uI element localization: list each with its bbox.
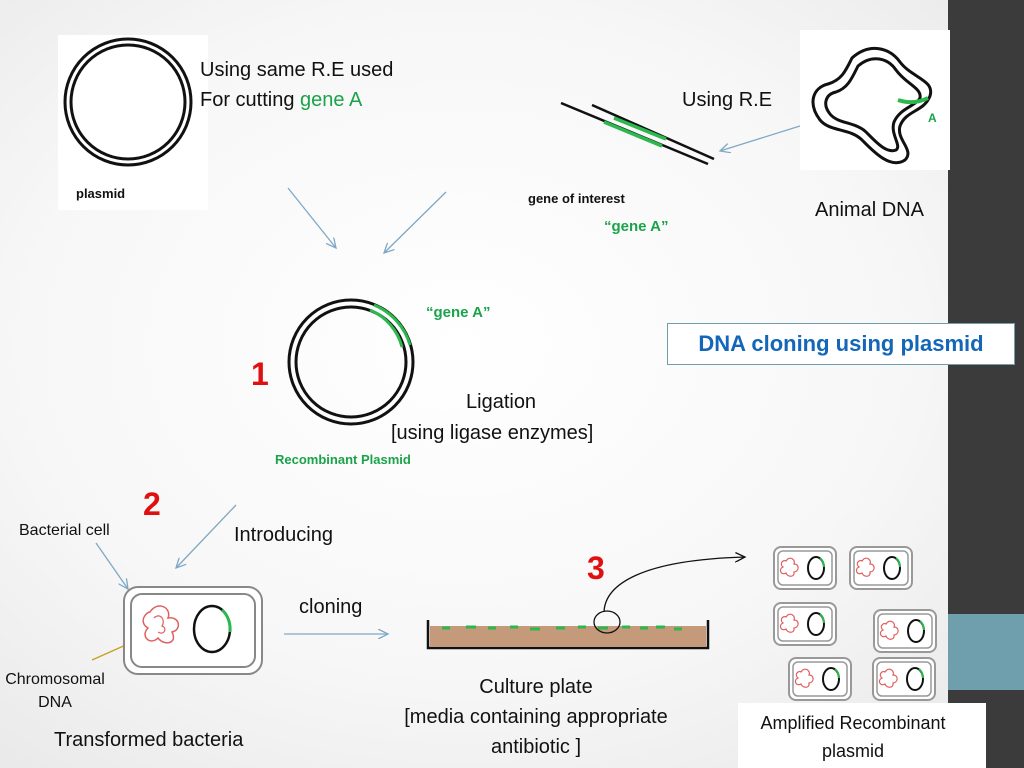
culture-plate-line1: Culture plate <box>479 676 593 698</box>
ligation-detail: [using ligase enzymes] <box>391 422 594 444</box>
gene-a-quote-top: “gene A” <box>604 218 669 235</box>
recombinant-plasmid <box>287 298 415 426</box>
arrow-introducing <box>176 504 237 568</box>
amplified-line1: Amplified Recombinant <box>760 713 946 733</box>
arrow-bacterial-cell-pointer <box>95 542 128 589</box>
gene-marker-a: A <box>928 111 937 125</box>
gene-of-interest-label: gene of interest <box>528 191 625 206</box>
amplified-cells <box>773 546 937 701</box>
using-re-label: Using R.E <box>682 89 773 111</box>
gene-a-quote-recombinant: “gene A” <box>426 304 491 321</box>
culture-plate-caption: Culture plate [media containing appropria… <box>370 672 702 762</box>
amplified-label-panel <box>738 703 986 768</box>
ligation-label: Ligation <box>466 391 537 413</box>
step-3-number: 3 <box>587 550 605 586</box>
step-2-number: 2 <box>143 486 161 522</box>
culture-plate <box>426 557 745 650</box>
arrow-plasmid-to-recombinant <box>287 187 336 248</box>
transformed-bacteria-label: Transformed bacteria <box>54 729 244 751</box>
plasmid-circle <box>63 37 193 167</box>
animal-dna-gene-segment <box>897 96 929 105</box>
amplified-caption: Amplified Recombinant plasmid <box>738 709 968 765</box>
sidebar-accent-block <box>948 614 1024 690</box>
plasmid-label: plasmid <box>76 186 126 201</box>
culture-plate-line2: [media containing appropriate <box>404 706 668 728</box>
step-1-number: 1 <box>251 356 269 392</box>
animal-dna-label: Animal DNA <box>815 199 924 221</box>
gene-a-highlight: gene A <box>300 89 363 111</box>
chromosomal-dna-line2: DNA <box>38 694 72 711</box>
plasmid-image-panel <box>58 35 208 210</box>
re-caption-line1: Using same R.E used <box>200 59 394 81</box>
arrow-gene-to-recombinant <box>384 191 447 253</box>
slide-title: DNA cloning using plasmid <box>698 331 984 356</box>
transformed-bacterium <box>123 586 263 675</box>
re-caption-line2: For cutting gene A <box>200 85 362 115</box>
amplified-line2: plasmid <box>821 741 885 761</box>
gene-of-interest-strands <box>560 101 715 166</box>
re-caption-line2-prefix: For cutting <box>200 89 301 111</box>
recombinant-plasmid-label: Recombinant Plasmid <box>275 452 411 467</box>
cloning-label: cloning <box>299 596 363 618</box>
slide-title-box: DNA cloning using plasmid <box>667 323 1015 365</box>
culture-plate-line3: antibiotic ] <box>490 736 582 758</box>
arrow-animal-to-gene <box>720 125 801 151</box>
bacterial-cell-label: Bacterial cell <box>19 522 110 539</box>
chromosomal-dna-line1: Chromosomal <box>5 671 105 688</box>
animal-dna-squiggle <box>811 47 933 164</box>
introducing-label: Introducing <box>234 524 333 546</box>
